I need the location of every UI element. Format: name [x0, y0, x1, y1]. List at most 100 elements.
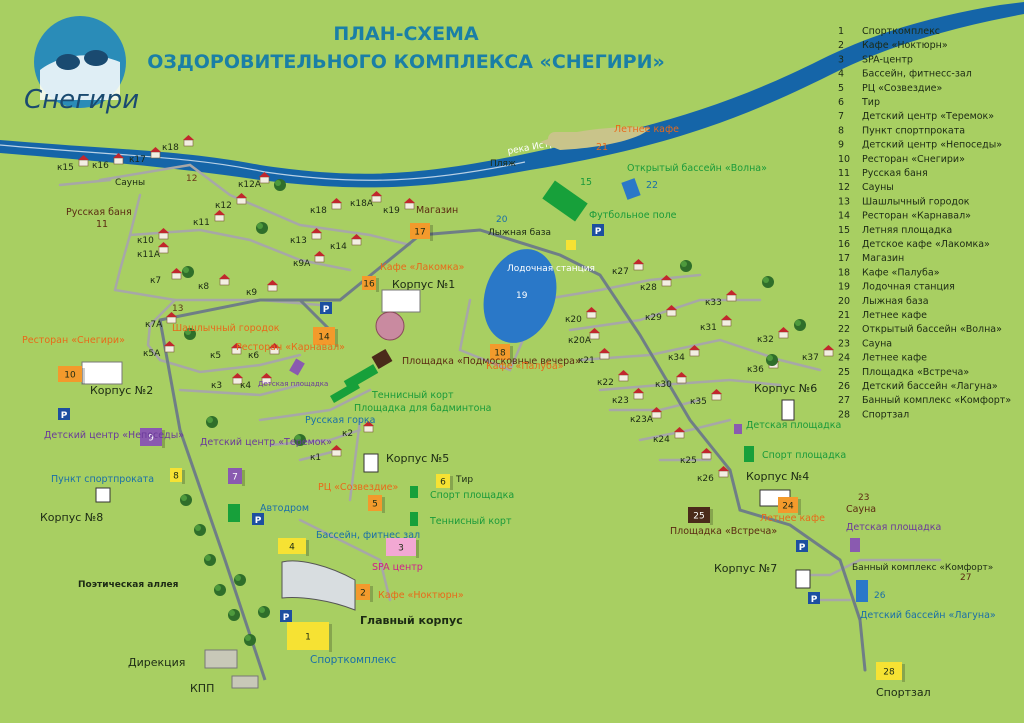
legend-number: 22	[838, 324, 850, 335]
tree-highlight	[181, 495, 187, 501]
cottage-roof	[269, 343, 280, 348]
legend-item-label: Кафе «Ноктюрн»	[862, 40, 948, 51]
legend-item-label: Лодочная станция	[862, 282, 955, 293]
place-badge: 25	[688, 507, 713, 525]
bath-comfort-label: Банный комплекс «Комфорт»	[852, 563, 993, 573]
badge-box	[386, 538, 416, 556]
tree	[194, 524, 206, 536]
cottage-roof	[311, 228, 322, 233]
cottage-roof	[689, 345, 700, 350]
cottage-house	[633, 392, 644, 400]
legend-number: 4	[838, 69, 844, 80]
cottage-house	[586, 311, 597, 319]
cottage-roof	[164, 341, 175, 346]
korpus7-label: Корпус №7	[714, 562, 777, 575]
cottage-house	[726, 294, 737, 302]
tree	[244, 634, 256, 646]
place-badge: 17	[410, 223, 433, 241]
legend-number: 6	[838, 97, 844, 108]
badge-shadow	[710, 509, 713, 525]
tree	[234, 574, 246, 586]
beach-label: Пляж	[490, 159, 516, 169]
badge-box	[778, 497, 798, 513]
tir-label: Тир	[455, 475, 473, 485]
cottage-house	[113, 157, 124, 165]
badge-number: 8	[173, 472, 179, 482]
badge-number: 4	[289, 543, 295, 553]
tree-highlight	[207, 417, 213, 423]
badge-box	[356, 584, 370, 600]
legend-item-label: Магазин	[862, 253, 904, 264]
cottage: к11А	[137, 242, 169, 260]
snegiri-rest-label: Ресторан «Снегири»	[22, 335, 125, 346]
ski-base-marker	[566, 240, 576, 250]
cottage-house	[618, 374, 629, 382]
cottage-label: к18	[310, 206, 327, 216]
tree-highlight	[245, 635, 251, 641]
legend-item-label: Банный комплекс «Комфорт»	[862, 395, 1011, 406]
vstrecha-label: Площадка «Встреча»	[670, 526, 777, 537]
badge-shadow	[306, 540, 309, 556]
cottage-roof	[214, 210, 225, 215]
cottage-house	[183, 139, 194, 147]
badge-box	[278, 538, 306, 554]
badge-shadow	[242, 470, 245, 486]
main-road-link	[260, 298, 332, 332]
cottage-roof	[586, 307, 597, 312]
tree	[228, 609, 240, 621]
legend-number: 12	[838, 182, 850, 193]
tree	[680, 260, 692, 272]
badge-box	[58, 366, 82, 382]
badge-shadow	[510, 346, 513, 362]
river-highlight	[0, 144, 526, 181]
cottage-label: к4	[240, 381, 251, 391]
badge-box	[140, 428, 162, 446]
cottage-roof	[351, 234, 362, 239]
tree-highlight	[795, 320, 801, 326]
parking-icon: P	[320, 302, 332, 315]
summer-cafe-area	[548, 132, 608, 146]
legend-item-label: SPA-центр	[862, 54, 913, 65]
cottage: к33	[705, 290, 737, 308]
badge-shadow	[82, 368, 85, 384]
laguna-label: Детский бассейн «Лагуна»	[860, 610, 996, 621]
tree-highlight	[763, 277, 769, 283]
place-badge: 5	[368, 495, 385, 513]
legend-number: 17	[838, 253, 850, 264]
cottage-label: к5	[210, 351, 221, 361]
korpus5-building	[363, 453, 379, 473]
cottage: к3	[211, 373, 243, 391]
cottage-house	[689, 349, 700, 357]
cottage: к18	[310, 198, 342, 216]
cottage-roof	[701, 448, 712, 453]
sportzal-label: Спортзал	[876, 686, 931, 699]
cottage: к4	[240, 373, 272, 391]
cottage: к18А	[350, 191, 382, 209]
tree	[762, 276, 774, 288]
place-badge: 18	[490, 344, 513, 362]
cottage-label: к5А	[143, 349, 161, 359]
parking-letter: P	[811, 595, 818, 605]
cottage-house	[311, 232, 322, 240]
parking-box	[280, 610, 292, 622]
badge-number: 24	[782, 502, 794, 512]
cottage: к29	[645, 305, 677, 323]
legend-number: 19	[838, 282, 850, 293]
badminton-area	[330, 381, 360, 403]
tree-highlight	[235, 575, 241, 581]
cottage: к18	[162, 135, 194, 153]
cottage-house	[331, 202, 342, 210]
sport-rent-label: Пункт спортпроката	[51, 474, 154, 485]
cottage-roof	[651, 407, 662, 412]
korpus1-label: Корпус №1	[392, 278, 455, 291]
cottage: к5А	[143, 341, 175, 359]
korpus6-label: Корпус №6	[754, 382, 817, 395]
title-line2: ОЗДОРОВИТЕЛЬНОГО КОМПЛЕКСА «СНЕГИРИ»	[147, 51, 665, 73]
shop-label: Магазин	[416, 205, 458, 216]
legend-item-label: Лыжная база	[862, 296, 929, 307]
cottage: к12А	[238, 172, 270, 190]
tree-highlight	[295, 435, 301, 441]
legend-number: 18	[838, 267, 850, 278]
legend-number: 28	[838, 409, 850, 420]
